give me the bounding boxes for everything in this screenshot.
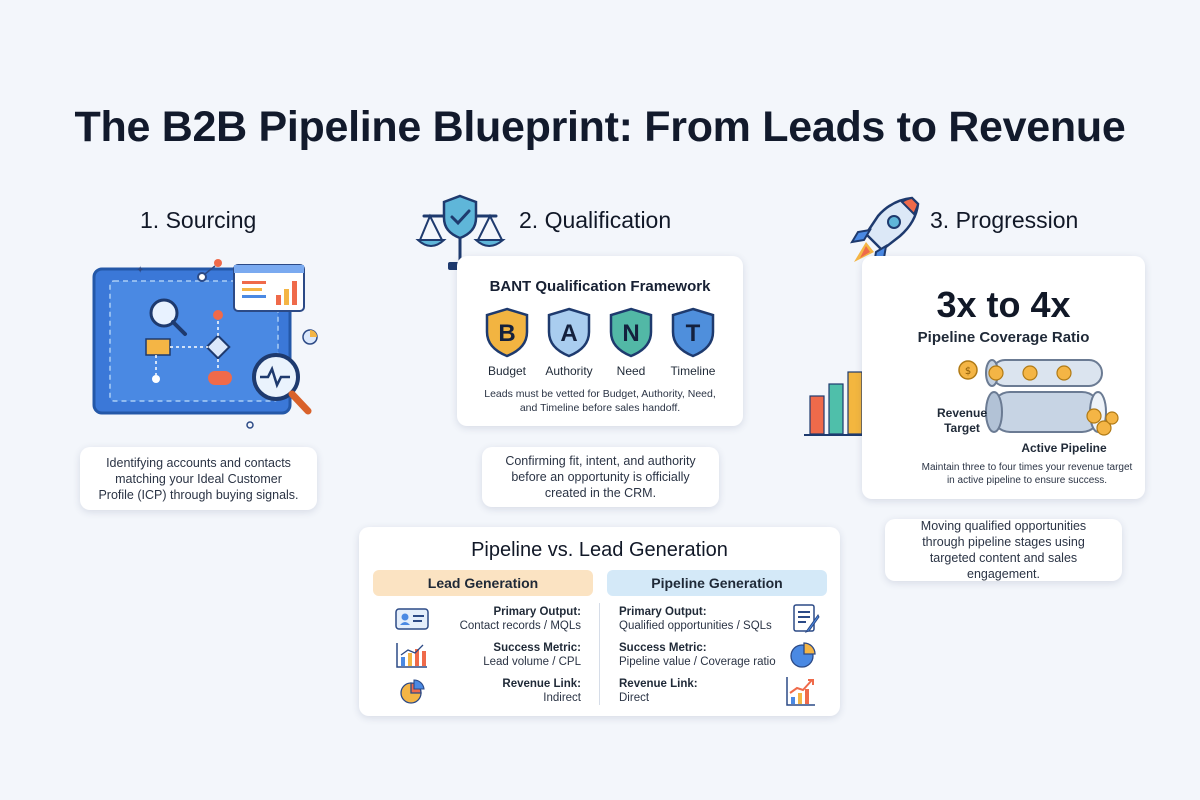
step-progression-description: Moving qualified opportunities through p… xyxy=(885,519,1122,581)
pipeline-row-2-value: Pipeline value / Coverage ratio xyxy=(619,656,776,668)
bant-note: Leads must be vetted for Budget, Authori… xyxy=(484,388,716,414)
bant-label-authority: Authority xyxy=(545,364,593,378)
bant-item-authority: A Authority xyxy=(539,306,599,378)
lead-row-1: Primary Output: Contact records / MQLs xyxy=(439,605,581,633)
revenue-target-label: Revenue Target xyxy=(936,406,988,435)
bant-item-budget: B Budget xyxy=(477,306,537,378)
pie-chart-icon xyxy=(790,642,816,668)
page-title: The B2B Pipeline Blueprint: From Leads t… xyxy=(74,103,1126,151)
bant-shields: B Budget A Authority N Need T Timeline xyxy=(477,306,723,378)
shield-icon: T xyxy=(671,307,715,358)
pipeline-row-icon-3 xyxy=(785,675,817,712)
contact-card-icon xyxy=(395,608,429,630)
bant-framework-card: BANT Qualification Framework B Budget A Aut… xyxy=(457,256,743,426)
blueprint-map-icon: ✦ xyxy=(92,259,318,429)
shield-icon: A xyxy=(547,307,591,358)
bant-item-timeline: T Timeline xyxy=(663,306,723,378)
pipeline-generation-header-label: Pipeline Generation xyxy=(651,575,783,591)
pipeline-row-1-value: Qualified opportunities / SQLs xyxy=(619,620,772,632)
growth-chart-icon xyxy=(786,677,815,706)
comparison-divider xyxy=(599,603,600,705)
step-qualification-description: Confirming fit, intent, and authority be… xyxy=(482,447,719,507)
lead-row-icon-2 xyxy=(395,641,429,674)
lead-row-1-value: Contact records / MQLs xyxy=(459,620,581,632)
scales-shield-icon xyxy=(415,194,506,270)
lead-row-3: Revenue Link: Indirect xyxy=(439,677,581,705)
lead-generation-header: Lead Generation xyxy=(373,570,593,596)
pie-chart-icon xyxy=(400,679,425,704)
bant-item-need: N Need xyxy=(601,306,661,378)
shield-icon: B xyxy=(485,307,529,358)
bant-letter-a: A xyxy=(560,320,577,347)
shield-icon: N xyxy=(609,307,653,358)
lead-row-1-label: Primary Output: xyxy=(493,606,581,618)
coverage-subtitle: Pipeline Coverage Ratio xyxy=(917,329,1090,346)
coverage-ratio: 3x to 4x xyxy=(936,284,1071,325)
svg-text:$: $ xyxy=(965,366,971,377)
lead-row-icon-1 xyxy=(395,607,429,636)
bant-label-need: Need xyxy=(616,364,646,378)
bant-label-budget: Budget xyxy=(487,364,527,378)
pipeline-row-icon-2 xyxy=(789,641,817,674)
pipeline-row-3-label: Revenue Link: xyxy=(619,678,698,690)
bant-letter-t: T xyxy=(686,320,701,347)
step-sourcing-heading: 1. Sourcing xyxy=(140,207,257,233)
step-qualification-heading: 2. Qualification xyxy=(519,207,672,233)
pipeline-row-1-label: Primary Output: xyxy=(619,606,707,618)
document-pen-icon xyxy=(793,604,820,633)
pipeline-row-3: Revenue Link: Direct xyxy=(619,677,789,705)
active-pipeline-label: Active Pipeline xyxy=(1021,441,1107,455)
bant-title: BANT Qualification Framework xyxy=(489,278,711,295)
lead-row-3-label: Revenue Link: xyxy=(502,678,581,690)
growth-bar xyxy=(809,395,825,435)
lead-row-2-label: Success Metric: xyxy=(493,642,581,654)
pipeline-row-icon-1 xyxy=(791,603,821,640)
lead-row-2-value: Lead volume / CPL xyxy=(483,656,581,668)
pipeline-generation-header: Pipeline Generation xyxy=(607,570,827,596)
lead-row-icon-3 xyxy=(399,679,425,710)
step-sourcing-description: Identifying accounts and contacts matchi… xyxy=(80,447,317,510)
lead-generation-header-label: Lead Generation xyxy=(427,575,539,591)
bant-letter-b: B xyxy=(498,320,515,347)
step-progression-heading: 3. Progression xyxy=(930,207,1079,233)
pipeline-row-2: Success Metric: Pipeline value / Coverag… xyxy=(619,641,789,669)
lead-row-2: Success Metric: Lead volume / CPL xyxy=(439,641,581,669)
pipeline-pipes-graphic: $ xyxy=(958,359,1119,436)
growth-bar xyxy=(847,371,863,435)
comparison-title: Pipeline vs. Lead Generation xyxy=(471,539,728,561)
growth-bar xyxy=(828,383,844,435)
coverage-note: Maintain three to four times your revenu… xyxy=(921,462,1133,486)
pipeline-row-2-label: Success Metric: xyxy=(619,642,707,654)
bant-letter-n: N xyxy=(622,320,639,347)
svg-text:✦: ✦ xyxy=(136,265,144,276)
bant-label-timeline: Timeline xyxy=(670,364,716,378)
lead-row-3-value: Indirect xyxy=(543,692,581,704)
bar-chart-icon xyxy=(396,643,427,668)
coverage-card: 3x to 4x Pipeline Coverage Ratio $ Reven… xyxy=(862,256,1145,499)
pipeline-row-1: Primary Output: Qualified opportunities … xyxy=(619,605,789,633)
pipeline-row-3-value: Direct xyxy=(619,692,650,704)
comparison-card: Pipeline vs. Lead Generation Lead Genera… xyxy=(359,527,840,716)
